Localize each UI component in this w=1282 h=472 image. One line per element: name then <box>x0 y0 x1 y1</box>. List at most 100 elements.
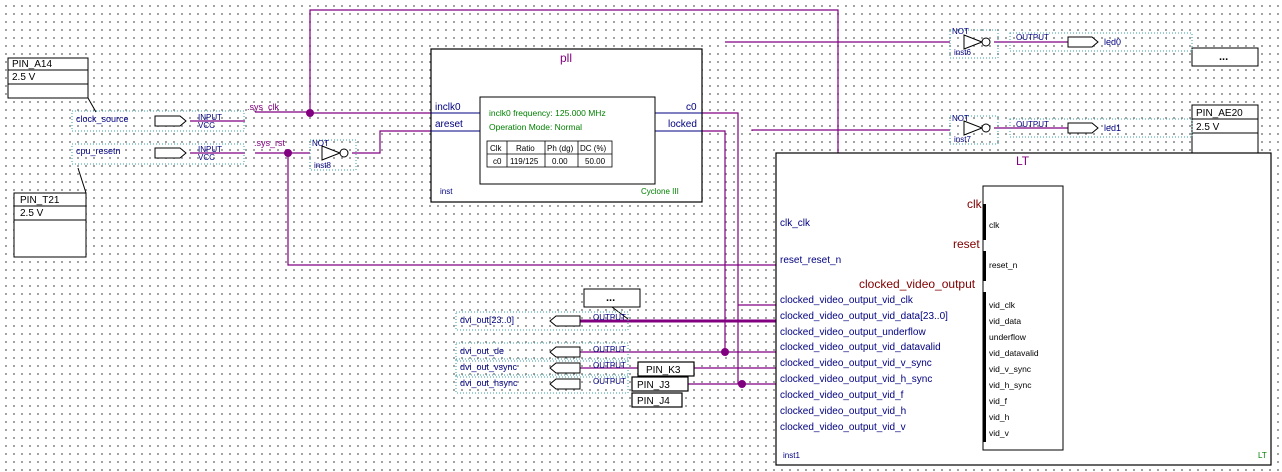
svg-text:c0: c0 <box>493 157 502 166</box>
output-dvi-out-label: dvi_out[23..0] <box>460 315 514 325</box>
input-clock-source[interactable]: clock_source INPUT VCC <box>71 110 245 132</box>
output-dvi-out-vsync-label: dvi_out_vsync <box>460 362 518 372</box>
svg-text:vid_f: vid_f <box>989 396 1008 406</box>
junction-locked <box>721 348 729 356</box>
lt-iface-cvo: clocked_video_output <box>859 277 976 291</box>
svg-text:PIN_J3: PIN_J3 <box>637 380 670 391</box>
svg-text:119/125: 119/125 <box>510 157 539 166</box>
svg-text:Ratio: Ratio <box>516 144 535 153</box>
svg-text:vid_clk: vid_clk <box>989 300 1016 310</box>
lt-port-vid-datavalid: clocked_video_output_vid_datavalid <box>780 342 941 353</box>
pin-a14-name: PIN_A14 <box>12 59 52 70</box>
svg-text:OUTPUT: OUTPUT <box>1016 33 1049 42</box>
pin-a14[interactable]: PIN_A14 2.5 V <box>7 57 97 113</box>
svg-text:NOT: NOT <box>952 27 969 36</box>
lt-port-vid-clk: clocked_video_output_vid_clk <box>780 295 914 306</box>
input-cpu-resetn[interactable]: cpu_resetn INPUT VCC <box>71 143 245 165</box>
output-dvi-out-hsync-label: dvi_out_hsync <box>460 378 518 388</box>
svg-text:vid_data: vid_data <box>989 316 1021 326</box>
not-gate-inst6[interactable]: NOT inst6 <box>949 27 999 59</box>
lt-port-labels: clk_clk reset_reset_n clocked_video_outp… <box>780 218 948 433</box>
pll-mode-line: Operation Mode: Normal <box>489 122 582 132</box>
pll-clock-table: Clk Ratio Ph (dg) DC (%) c0 119/125 0.00… <box>486 140 613 168</box>
svg-text:DC (%): DC (%) <box>580 144 607 153</box>
pin-ae20[interactable]: PIN_AE20 2.5 V <box>1191 104 1259 154</box>
pll-title: pll <box>560 51 572 65</box>
svg-text:...: ... <box>606 292 615 304</box>
pin-t21-voltage: 2.5 V <box>20 208 44 219</box>
output-led0[interactable]: OUTPUT led0 <box>1009 32 1193 52</box>
lt-port-reset-reset-n: reset_reset_n <box>780 255 841 266</box>
pin-a14-voltage: 2.5 V <box>12 72 36 83</box>
pll-port-inclk0: inclk0 <box>435 102 461 113</box>
svg-text:OUTPUT: OUTPUT <box>593 361 626 370</box>
output-dvi-out-hsync[interactable]: dvi_out_hsync OUTPUT <box>455 374 629 394</box>
pin-j3[interactable]: PIN_J3 <box>631 376 689 392</box>
svg-text:inst7: inst7 <box>954 135 971 144</box>
lt-inst-label: inst1 <box>783 451 800 460</box>
lt-iface-clk: clk <box>967 197 983 211</box>
svg-text:50.00: 50.00 <box>585 157 606 166</box>
lt-port-underflow: clocked_video_output_underflow <box>780 327 926 338</box>
lt-port-vid-data: clocked_video_output_vid_data[23..0] <box>780 311 948 322</box>
output-dvi-out-de[interactable]: dvi_out_de OUTPUT <box>455 342 629 362</box>
svg-text:OUTPUT: OUTPUT <box>593 313 626 322</box>
pin-ae20-name: PIN_AE20 <box>1196 108 1243 119</box>
lt-inner-port-labels: clk reset_n vid_clk vid_data underflow v… <box>989 220 1039 438</box>
output-dvi-out-data[interactable]: dvi_out[23..0] OUTPUT <box>455 311 629 331</box>
not-gate-inst8[interactable]: NOT inst8 <box>309 139 357 171</box>
pll-block[interactable]: pll inclk0 areset c0 locked inclk0 frequ… <box>430 48 703 203</box>
svg-text:INPUT: INPUT <box>198 113 222 122</box>
lt-iface-reset: reset <box>953 237 980 251</box>
wire-sys-rst[interactable] <box>190 130 778 266</box>
junctions <box>284 109 746 388</box>
lt-title: LT <box>1016 154 1030 168</box>
pin-ae20-voltage: 2.5 V <box>1196 122 1220 133</box>
junction-sys-clk <box>306 109 314 117</box>
svg-text:inst8: inst8 <box>314 161 331 170</box>
svg-text:0.00: 0.00 <box>552 157 568 166</box>
svg-text:NOT: NOT <box>312 139 329 148</box>
svg-text:INPUT: INPUT <box>198 145 222 154</box>
svg-text:PIN_K3: PIN_K3 <box>646 365 681 376</box>
svg-text:reset_n: reset_n <box>989 260 1018 270</box>
lt-block[interactable]: LT inst1 LT clk reset clocked_video_outp… <box>775 152 1272 466</box>
net-label-sys-rst: .sys_rst <box>254 138 286 148</box>
svg-text:OUTPUT: OUTPUT <box>593 345 626 354</box>
pll-family-label: Cyclone III <box>641 187 679 196</box>
svg-text:vid_v: vid_v <box>989 428 1010 438</box>
output-led1[interactable]: OUTPUT led1 <box>1009 118 1193 138</box>
svg-text:VCC: VCC <box>198 121 215 130</box>
pll-port-locked: locked <box>668 119 697 130</box>
pll-port-c0: c0 <box>686 102 697 113</box>
lt-port-vid-v-sync: clocked_video_output_vid_v_sync <box>780 358 932 369</box>
wire-not7-in[interactable] <box>751 129 950 131</box>
pll-port-areset: areset <box>435 119 463 130</box>
svg-text:underflow: underflow <box>989 332 1027 342</box>
svg-text:PIN_J4: PIN_J4 <box>637 396 670 407</box>
pin-k3[interactable]: PIN_K3 <box>637 361 695 377</box>
ellipsis-box-mid[interactable]: ... <box>583 288 641 320</box>
pll-inst-label: inst <box>440 187 453 196</box>
svg-text:Ph (dg): Ph (dg) <box>547 144 574 153</box>
svg-text:OUTPUT: OUTPUT <box>593 377 626 386</box>
pin-t21[interactable]: PIN_T21 2.5 V <box>13 167 87 258</box>
svg-text:vid_h_sync: vid_h_sync <box>989 380 1032 390</box>
not-gate-inst7[interactable]: NOT inst7 <box>949 114 999 145</box>
svg-text:VCC: VCC <box>198 153 215 162</box>
pin-j4[interactable]: PIN_J4 <box>631 392 683 408</box>
output-dvi-out-vsync[interactable]: dvi_out_vsync OUTPUT <box>455 358 629 378</box>
pll-freq-line: inclk0 frequency: 125.000 MHz <box>489 108 606 118</box>
svg-text:inst6: inst6 <box>954 48 971 57</box>
lt-port-vid-f: clocked_video_output_vid_f <box>780 390 904 401</box>
net-label-sys-clk: .sys_clk <box>247 102 280 112</box>
svg-text:NOT: NOT <box>952 114 969 123</box>
svg-text:OUTPUT: OUTPUT <box>1016 120 1049 129</box>
ellipsis-box-top[interactable]: ... <box>1191 47 1259 67</box>
junction-c0 <box>738 380 746 388</box>
svg-text:clk: clk <box>989 220 1000 230</box>
svg-text:vid_h: vid_h <box>989 412 1010 422</box>
input-cpu-resetn-label: cpu_resetn <box>76 146 121 156</box>
svg-text:vid_v_sync: vid_v_sync <box>989 364 1032 374</box>
